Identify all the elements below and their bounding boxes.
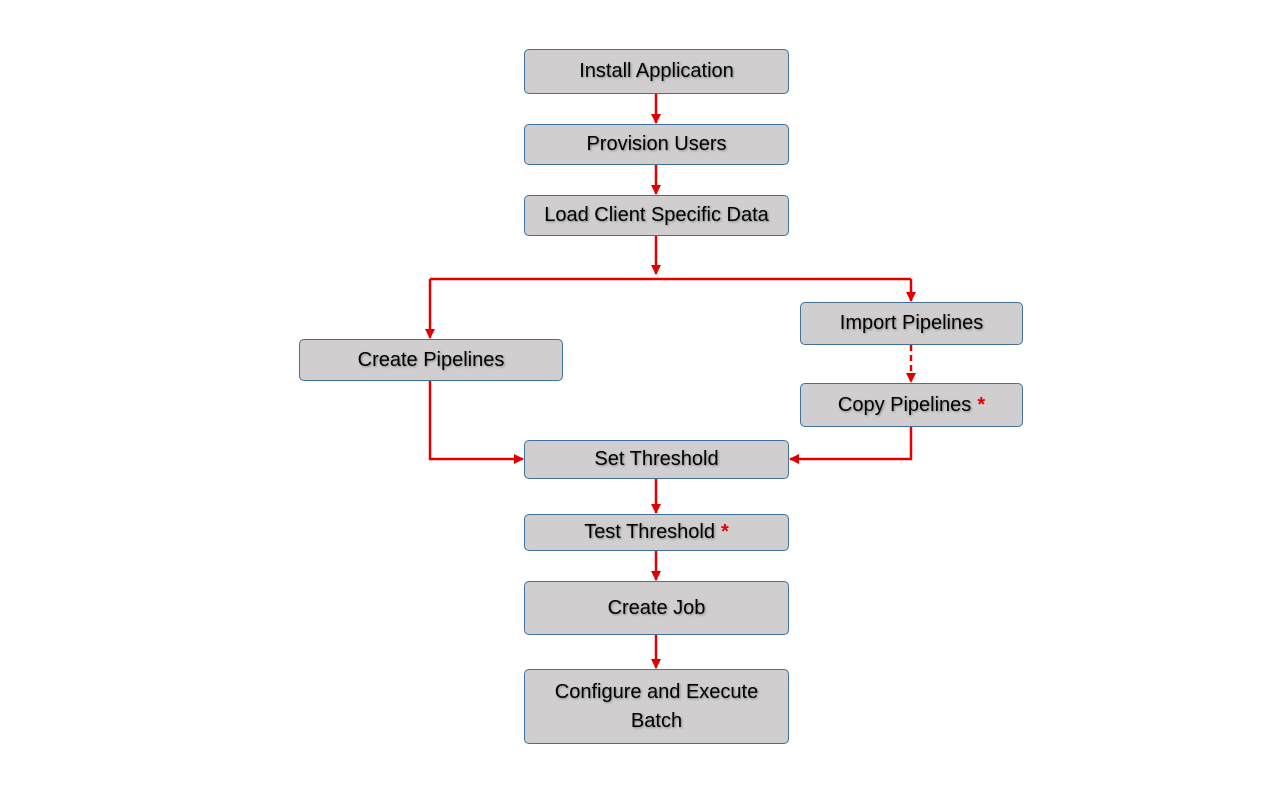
create-job-label: Create Job: [607, 596, 706, 619]
copy-pipelines-box: Copy Pipelines*: [800, 383, 1023, 427]
create-job-box: Create Job: [524, 581, 789, 635]
create-pipelines-box: Create Pipelines: [299, 339, 563, 381]
copy-pipelines-label: Copy Pipelines: [837, 393, 972, 416]
set-threshold-box: Set Threshold: [524, 440, 789, 479]
arrow-create-pipelines-to-set-threshold: [428, 381, 524, 464]
test-threshold-box: Test Threshold *: [524, 514, 789, 551]
create-pipelines-label: Create Pipelines: [357, 348, 505, 371]
import-pipelines-box: Import Pipelines: [800, 302, 1023, 345]
import-pipelines-label: Import Pipelines: [839, 312, 984, 334]
install-application-label: Install Application: [579, 60, 734, 82]
install-application-box: Install Application: [524, 49, 789, 94]
test-threshold-label: Test Threshold: [584, 521, 715, 543]
copy-pipelines-asterisk-marker: *: [977, 393, 986, 416]
configure-and-execute-batch-box: Configure and Execute Batch: [524, 669, 789, 744]
load-client-specific-data-box: Load Client Specific Data: [524, 195, 789, 236]
arrow-copy-pipelines-to-set-threshold: [789, 427, 913, 464]
provision-users-box: Provision Users: [524, 124, 789, 165]
configure-and-execute-batch-label: Configure and Execute Batch: [554, 680, 759, 732]
provision-users-label: Provision Users: [586, 133, 727, 155]
test-threshold-asterisk-marker: *: [721, 521, 729, 543]
set-threshold-label: Set Threshold: [594, 448, 719, 470]
load-client-specific-data-label: Load Client Specific Data: [544, 204, 769, 226]
